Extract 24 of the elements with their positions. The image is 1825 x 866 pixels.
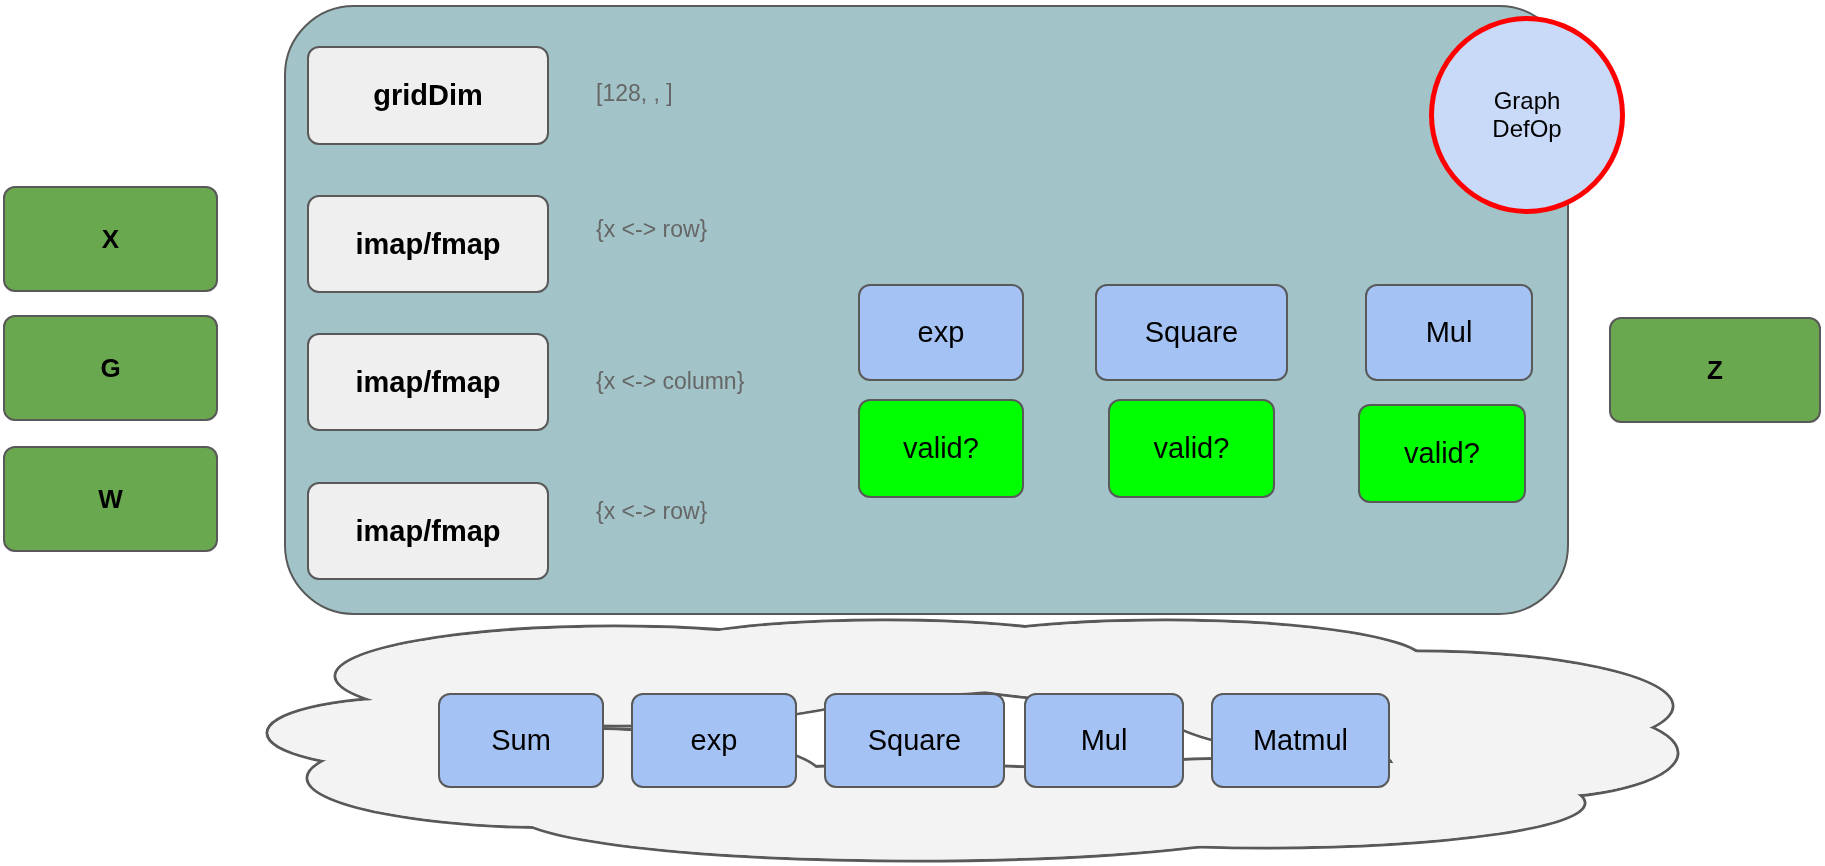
check-box: valid? — [858, 399, 1024, 498]
setting-box: gridDim — [307, 46, 549, 145]
annotation-text: {x <-> row} — [596, 215, 708, 243]
annotation-text: [128, , ] — [596, 79, 673, 107]
annotation-text: {x <-> row} — [596, 497, 708, 525]
setting-box: imap/fmap — [307, 195, 549, 293]
op-box: exp — [858, 284, 1024, 381]
container-panel — [284, 5, 1569, 615]
setting-box: imap/fmap — [307, 482, 549, 580]
input-box: X — [3, 186, 218, 292]
op-box: Matmul — [1211, 693, 1390, 788]
annotation-text: {x <-> column} — [596, 367, 745, 395]
op-box: Square — [1095, 284, 1288, 381]
input-box: W — [3, 446, 218, 552]
op-box: Square — [824, 693, 1005, 788]
setting-box: imap/fmap — [307, 333, 549, 431]
input-box: G — [3, 315, 218, 421]
input-box: Z — [1609, 317, 1821, 423]
op-box: Sum — [438, 693, 604, 788]
op-box: exp — [631, 693, 797, 788]
check-box: valid? — [1358, 404, 1526, 503]
op-box: Mul — [1365, 284, 1533, 381]
check-box: valid? — [1108, 399, 1275, 498]
op-box: Mul — [1024, 693, 1184, 788]
